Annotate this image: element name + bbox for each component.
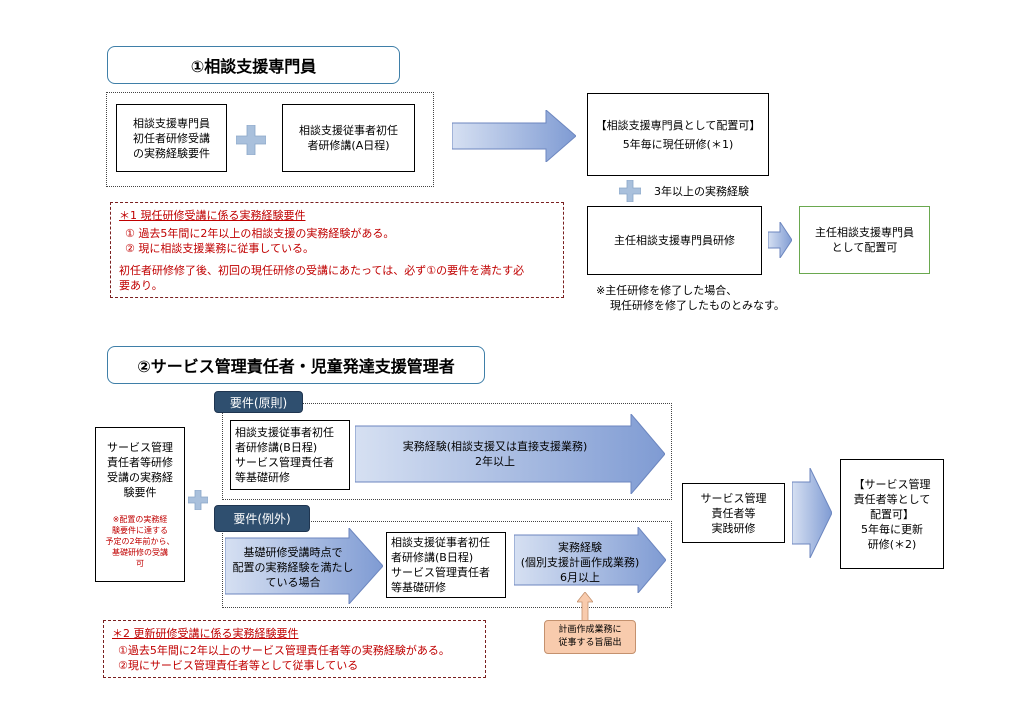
exception-experience-label: 実務経験 (個別支援計画作成業務) 6月以上 (520, 540, 640, 584)
principle-training-box: 相談支援従事者初任 者研修講(B日程) サービス管理責任者 等基礎研修 (230, 420, 350, 490)
exception-training-box: 相談支援従事者初任 者研修講(B日程) サービス管理責任者 等基礎研修 (386, 532, 506, 598)
up-arrow-icon (577, 592, 593, 622)
tag-exception: 要件(例外) (214, 505, 310, 532)
plus-icon (188, 490, 208, 510)
right-arrow-icon (792, 468, 832, 558)
exception-experience-arrow (514, 527, 666, 593)
practice-training-box: サービス管理 責任者等 実践研修 (682, 483, 785, 543)
tag-principle: 要件(原則) (214, 391, 303, 413)
section1-title: ①相談支援専門員 (107, 46, 400, 84)
section1-req-group (106, 92, 434, 187)
section2-title: ②サービス管理責任者・児童発達支援管理者 (107, 346, 485, 384)
final-result-box: 【サービス管理 責任者等として 配置可】 5年毎に更新 研修(＊2) (840, 459, 944, 569)
section2-left-req-box: サービス管理 責任者等研修 受講の実務経 験要件 ※配置の実務経 験要件に達する… (95, 427, 185, 582)
section1-result-box: 【相談支援専門員として配置可】 5年毎に現任研修(＊1) (587, 93, 769, 176)
exception-condition-label: 基礎研修受講時点で 配置の実務経験を満たし ている場合 (232, 545, 354, 589)
exception-condition-arrow (225, 528, 383, 604)
plan-note-box: 計画作成業務に 従事する旨届出 (544, 620, 636, 654)
right-arrow-icon (768, 222, 792, 258)
principle-experience-arrow (355, 414, 665, 494)
section1-note-box: ＊1 現任研修受講に係る実務経験要件 ① 過去5年間に2年以上の相談支援の実務経… (110, 202, 564, 298)
principle-experience-label: 実務経験(相談支援又は直接支援業務) 2年以上 (402, 440, 588, 468)
section1-a-schedule-box: 相談支援従事者初任 者研修講(A日程) (282, 104, 415, 172)
experience-3years-note: 3年以上の実務経験 (654, 185, 749, 198)
chief-training-box: 主任相談支援専門員研修 (587, 206, 762, 275)
principle-group (222, 403, 672, 500)
chief-result-box: 主任相談支援専門員 として配置可 (799, 206, 930, 274)
section1-req-box: 相談支援専門員 初任者研修受講 の実務経験要件 (116, 104, 227, 172)
plus-icon (236, 125, 266, 155)
chief-note: ※主任研修を修了した場合、 現任研修を修了したものとみなす。 (596, 284, 785, 312)
section2-note-box: ＊2 更新研修受講に係る実務経験要件 ①過去5年間に2年以上のサービス管理責任者… (103, 620, 486, 678)
plus-icon (619, 180, 641, 202)
right-arrow-icon (452, 110, 576, 162)
exception-group (222, 521, 672, 608)
